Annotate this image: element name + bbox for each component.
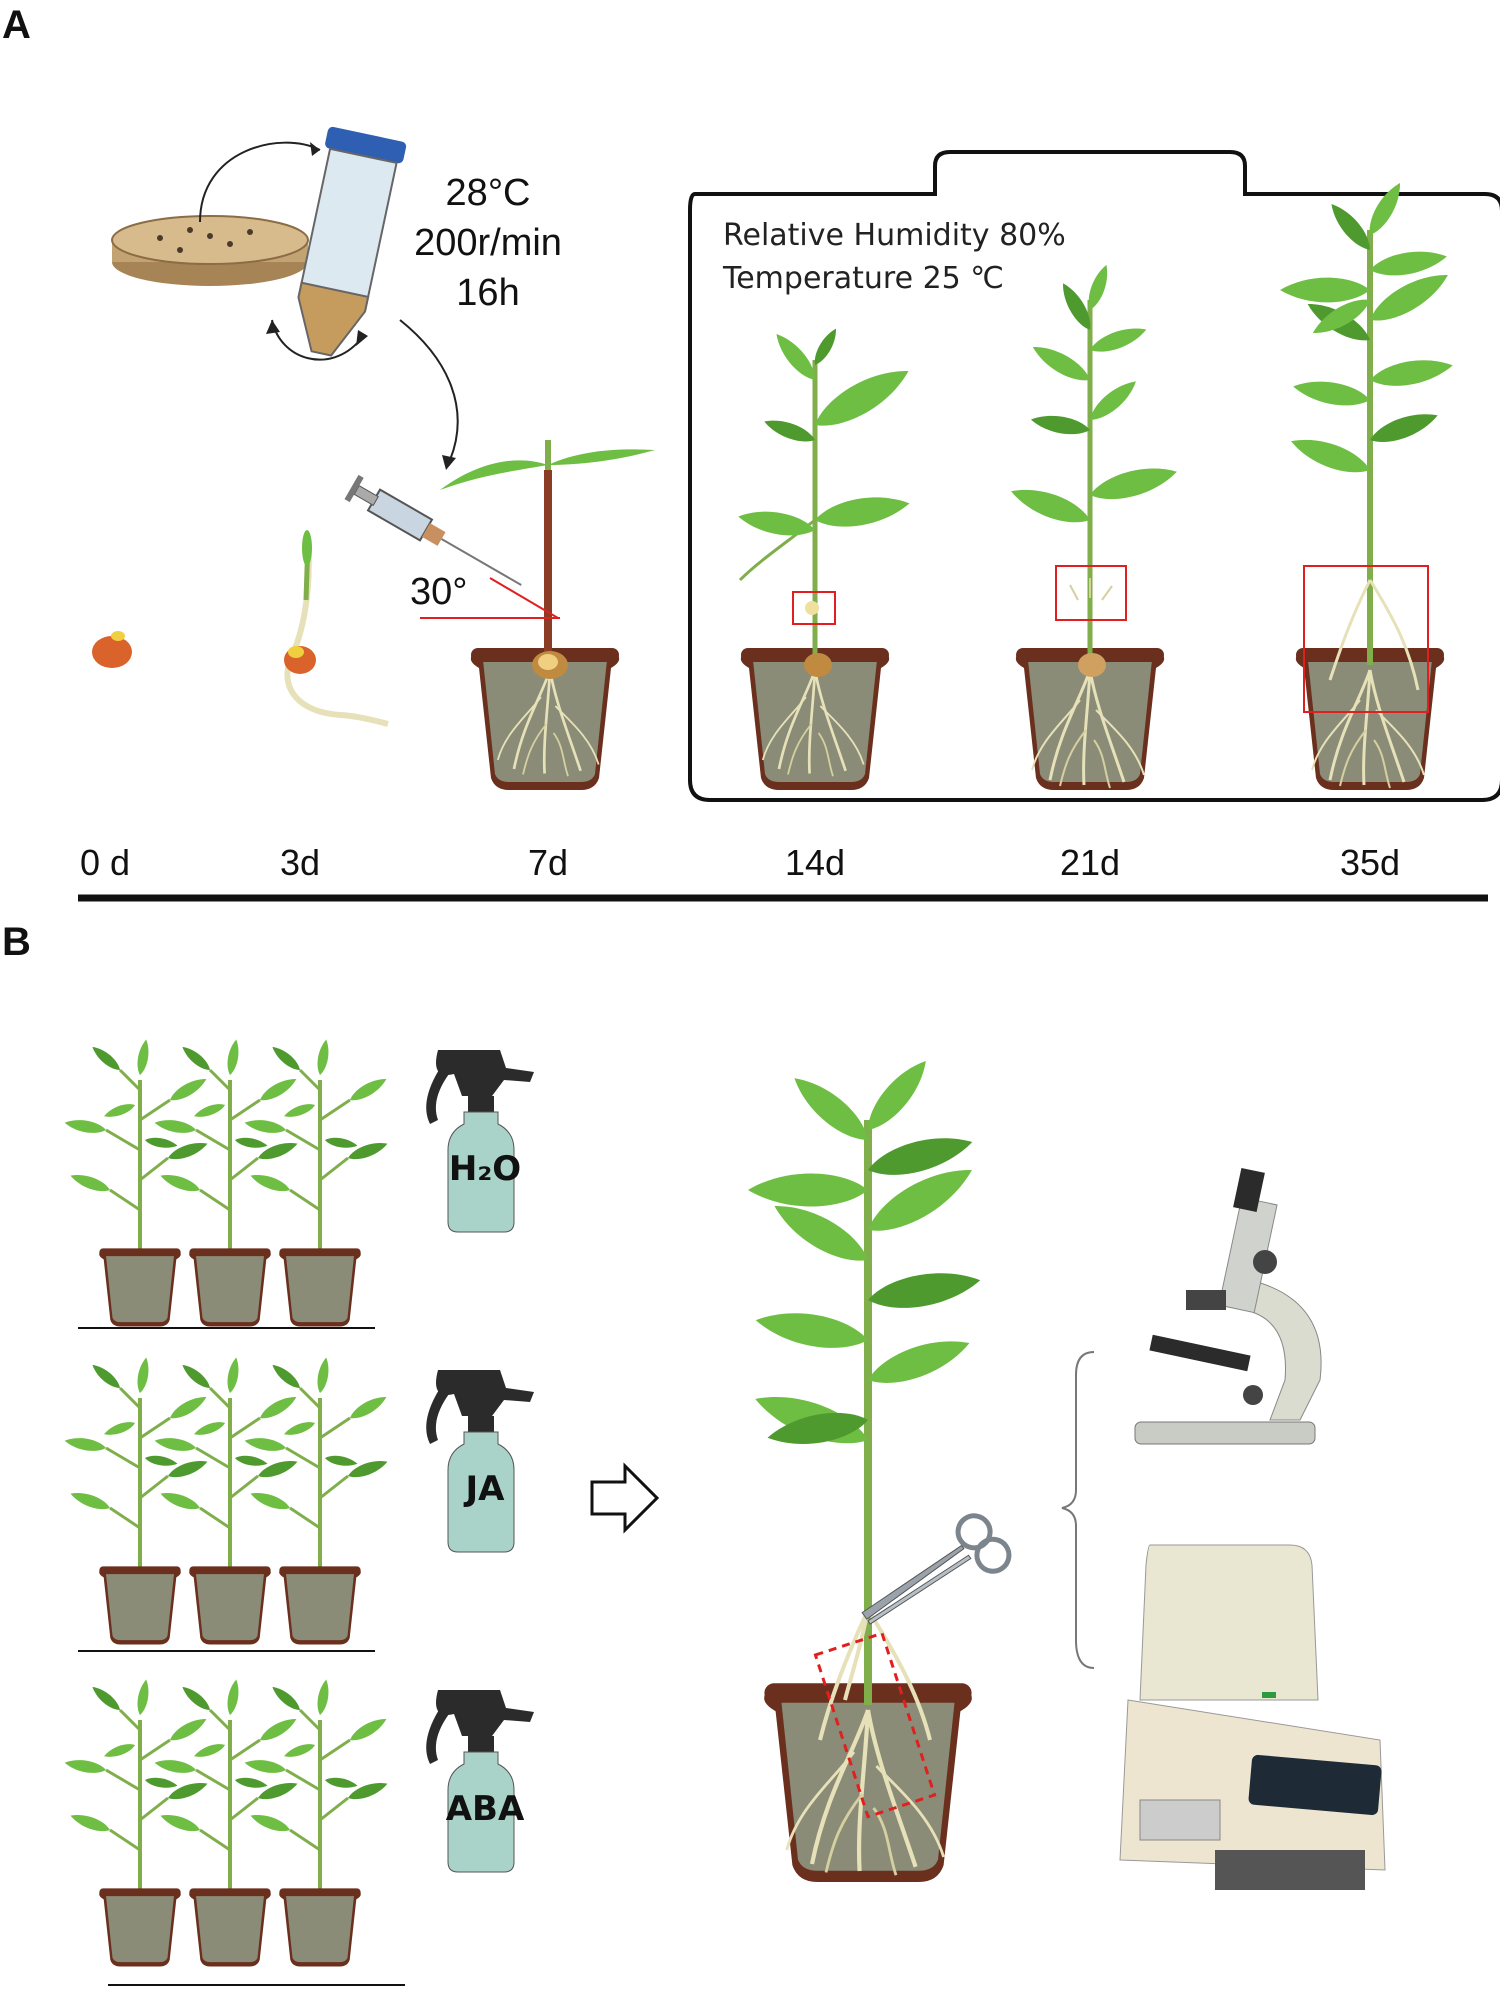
highlight-box-14d (792, 591, 836, 625)
sprayer-icon (425, 1369, 535, 1553)
pcr-machine-icon (1119, 1544, 1386, 1890)
treatment-row-ja: JA (64, 1357, 535, 1652)
sprayer-icon (425, 1689, 535, 1873)
chamber-humidity: Relative Humidity 80% (723, 218, 1066, 253)
petri-dish-icon (111, 215, 309, 286)
culture-time: 16h (456, 272, 519, 314)
treatment-label: H₂O (449, 1149, 521, 1189)
plant-14d (736, 325, 916, 790)
syringe-icon (344, 474, 522, 586)
highlight-box-21d (1055, 565, 1127, 621)
panel-label-a: A (2, 3, 31, 47)
plant-7d (440, 440, 655, 790)
treatment-row-h2o: H₂O (64, 1039, 535, 1329)
chamber-temperature: Temperature 25 ℃ (722, 261, 1004, 296)
transfer-arrow (199, 141, 321, 223)
timeline-label: 7d (528, 842, 568, 883)
injection-angle: 30° (410, 571, 467, 613)
arrow-right-icon (590, 1462, 660, 1534)
timeline-label: 21d (1060, 842, 1120, 883)
large-plant (748, 1053, 983, 1882)
treatment-label: JA (464, 1469, 506, 1509)
culture-temp: 28°C (446, 172, 531, 214)
plant-35d (1280, 178, 1455, 790)
growth-chamber (688, 150, 1500, 802)
treatment-label: ABA (446, 1789, 525, 1829)
tube-icon (297, 126, 407, 357)
angle-line (489, 577, 559, 619)
seedling-3d (284, 530, 389, 727)
highlight-box-35d (1303, 565, 1429, 713)
cut-region-box (813, 1631, 937, 1819)
seed-0d (92, 631, 132, 668)
treatment-row-aba: ABA (64, 1679, 535, 1986)
scissors-icon (861, 1513, 1012, 1625)
flow-arrow (399, 319, 459, 461)
timeline-labels: 0 d 3d 7d 14d 21d 35d (80, 842, 1400, 883)
timeline-label: 35d (1340, 842, 1400, 883)
microscope-icon (1134, 1167, 1322, 1445)
brace (1061, 1351, 1095, 1669)
panel-label-b: B (2, 920, 31, 964)
timeline-label: 3d (280, 842, 320, 883)
timeline-label: 14d (785, 842, 845, 883)
sprayer-icon (425, 1049, 535, 1233)
timeline-label: 0 d (80, 842, 130, 883)
plant-21d (1007, 262, 1181, 790)
culture-speed: 200r/min (414, 222, 562, 264)
